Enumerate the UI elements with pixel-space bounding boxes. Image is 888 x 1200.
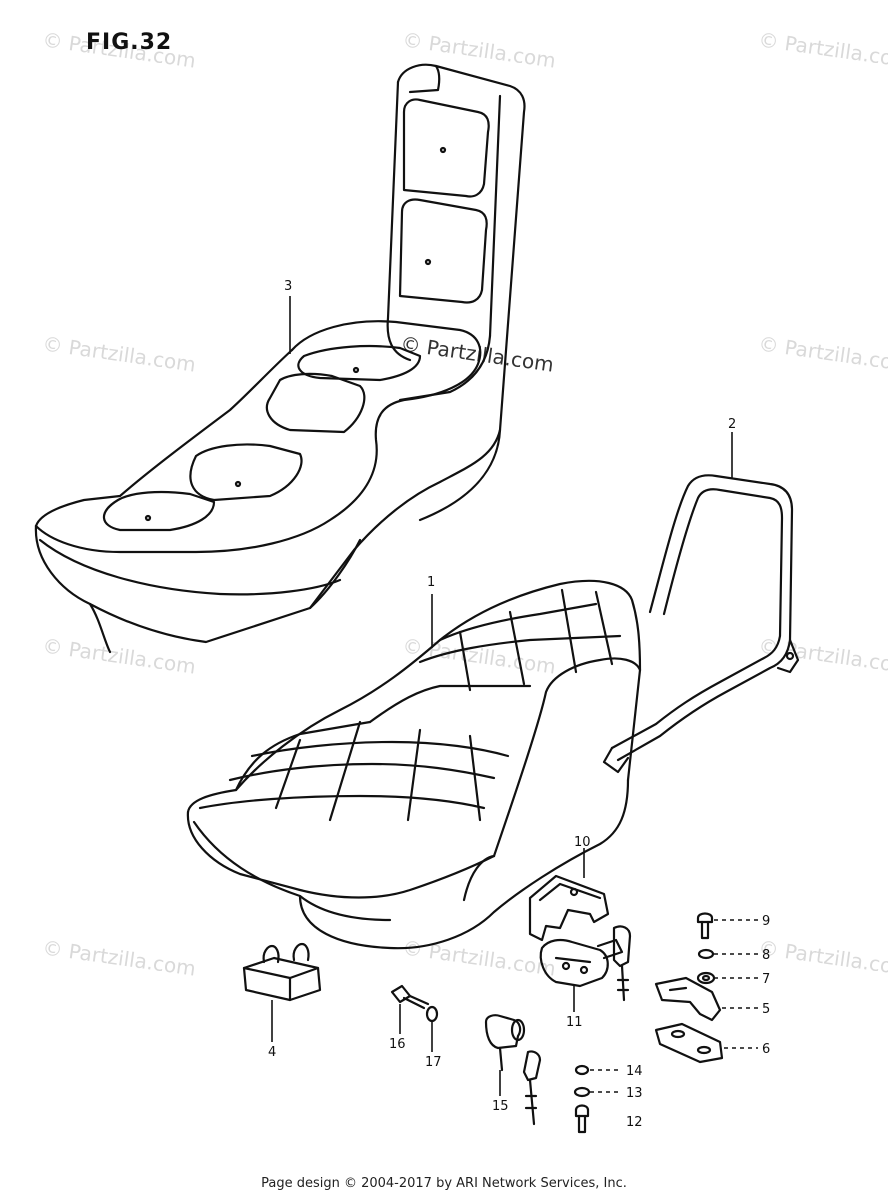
callout-8: 8 — [762, 948, 770, 963]
callout-16: 16 — [389, 1037, 406, 1052]
grab-rail-part-2 — [602, 474, 800, 774]
bracket-part-10 — [528, 874, 610, 942]
seat-part-1 — [186, 579, 642, 950]
callout-15: 15 — [492, 1099, 509, 1114]
bolt-part-16 — [390, 984, 430, 1010]
washer-part-7 — [696, 971, 716, 985]
callout-3: 3 — [284, 279, 292, 294]
seat-lock-part-11 — [539, 925, 632, 1002]
nut-part-14 — [574, 1064, 590, 1076]
bolt-part-12 — [574, 1104, 590, 1134]
callout-11: 11 — [566, 1015, 583, 1030]
callout-10: 10 — [574, 835, 591, 850]
callout-12: 12 — [626, 1115, 643, 1130]
hook-part-5 — [654, 976, 722, 1022]
nut-part-17 — [425, 1005, 439, 1023]
callout-5: 5 — [762, 1002, 770, 1017]
callout-2: 2 — [728, 417, 736, 432]
plate-part-6 — [654, 1022, 724, 1064]
callout-17: 17 — [425, 1055, 442, 1070]
callout-4: 4 — [268, 1045, 276, 1060]
callout-7: 7 — [762, 972, 770, 987]
washer-part-13 — [573, 1086, 591, 1098]
washer-part-8 — [697, 948, 715, 960]
callout-9: 9 — [762, 914, 770, 929]
callout-1: 1 — [427, 575, 435, 590]
lock-set-part-15 — [484, 1014, 542, 1126]
callout-6: 6 — [762, 1042, 770, 1057]
cushion-part-4 — [242, 942, 322, 1002]
leader-lines — [271, 296, 758, 1096]
callout-13: 13 — [626, 1086, 643, 1101]
screw-part-9 — [696, 912, 714, 940]
page-footer: Page design © 2004-2017 by ARI Network S… — [261, 1176, 627, 1191]
seat-with-backrest-part-3 — [34, 63, 526, 654]
figure-title: FIG.32 — [86, 30, 173, 55]
callout-14: 14 — [626, 1064, 643, 1079]
